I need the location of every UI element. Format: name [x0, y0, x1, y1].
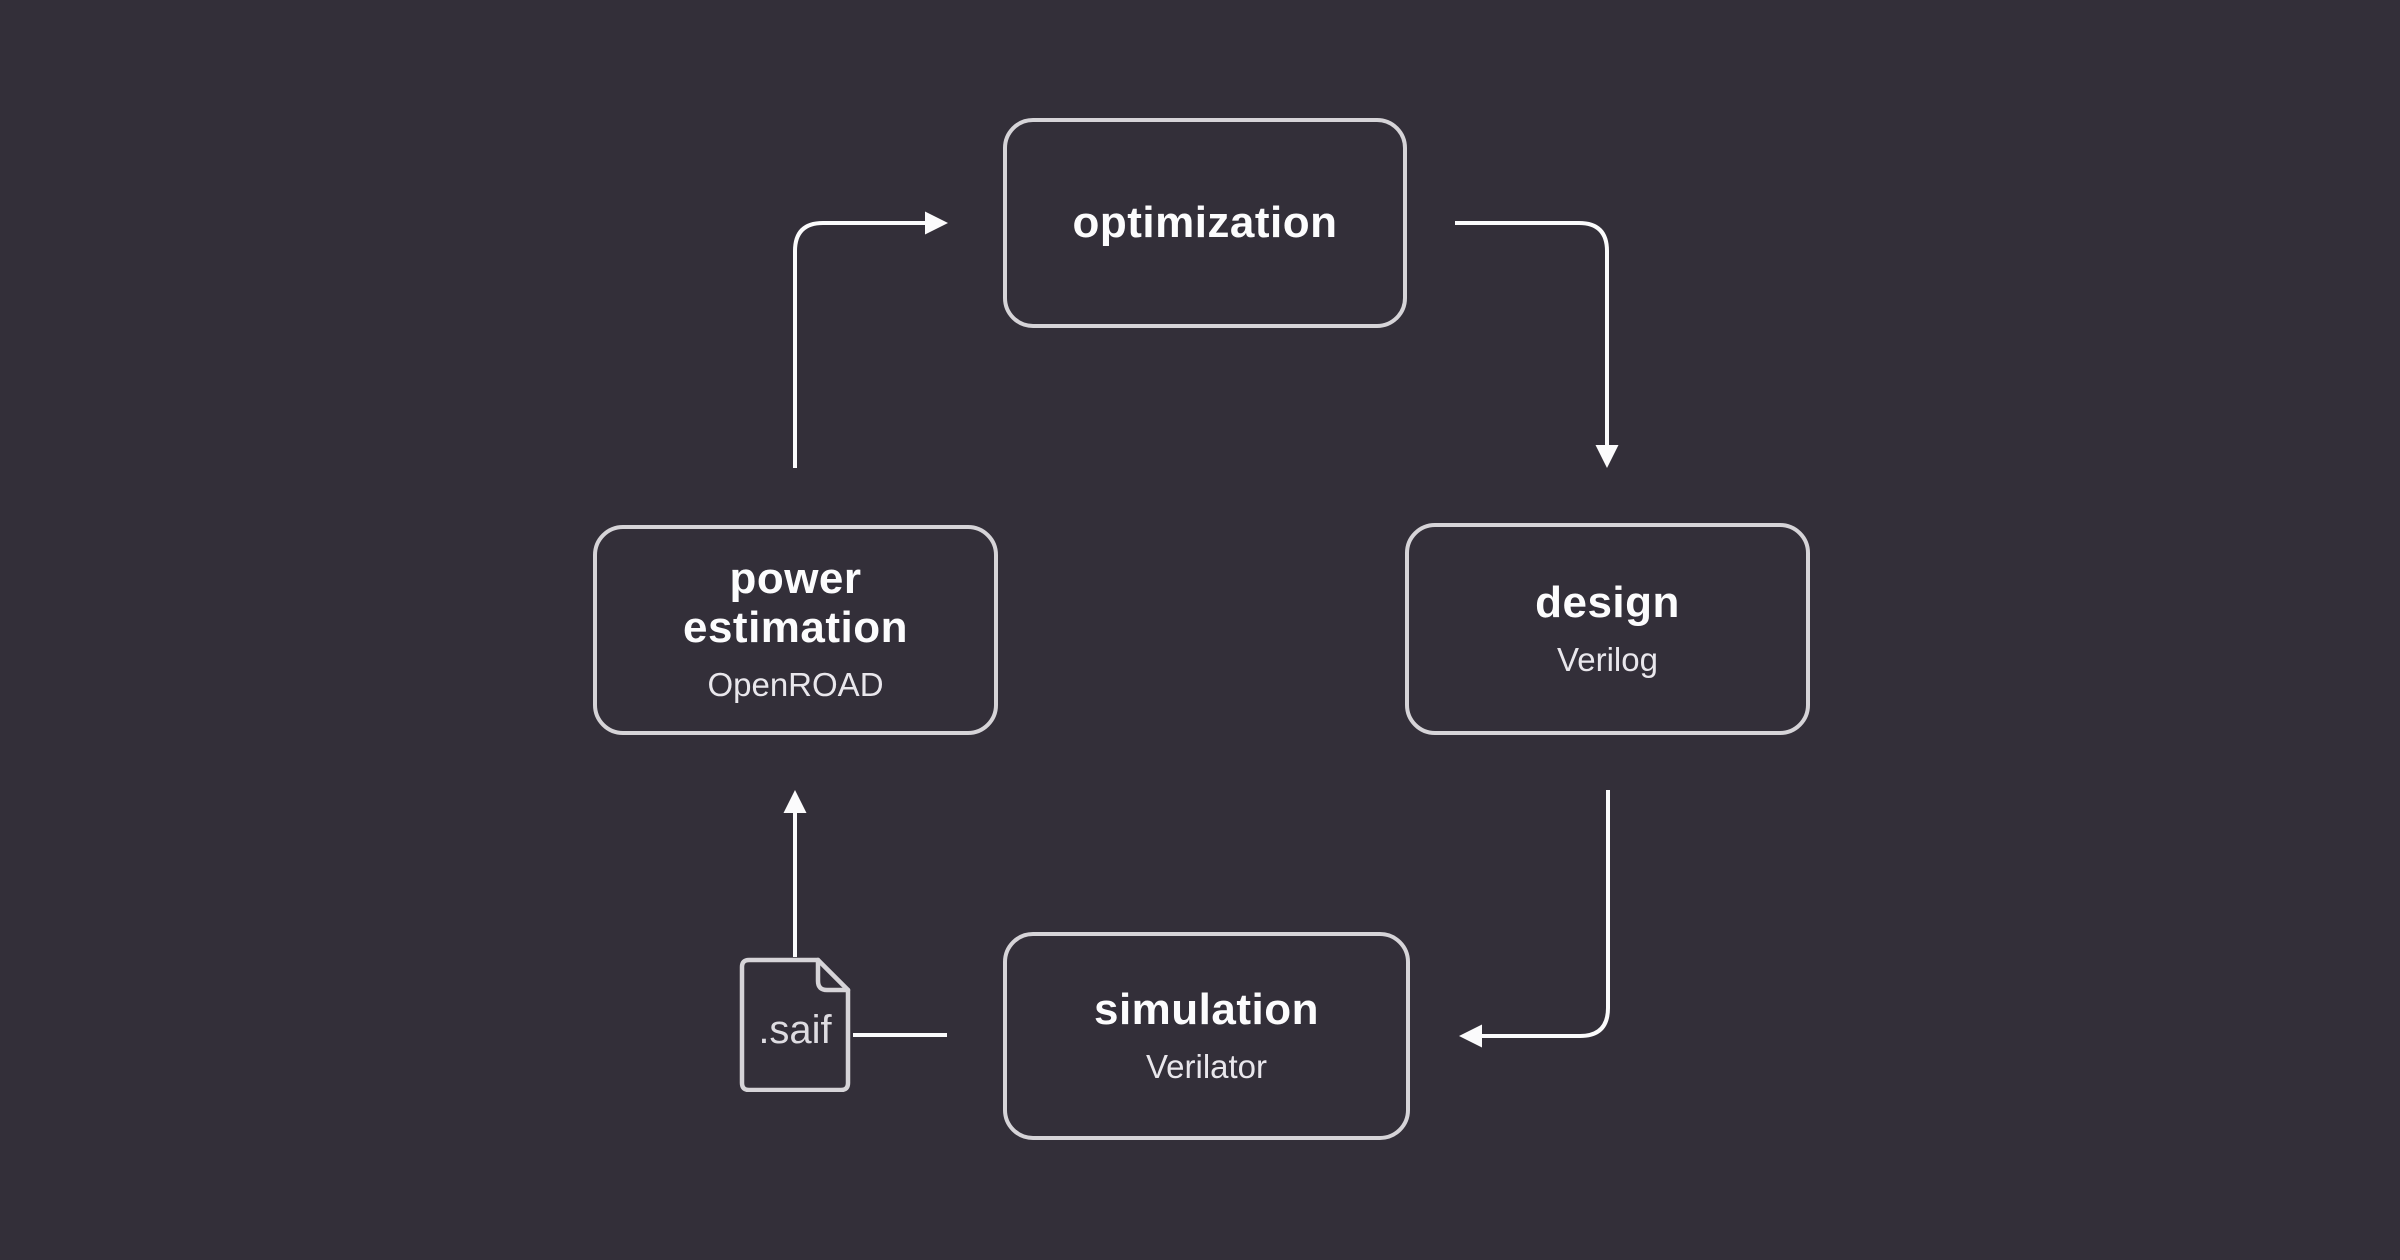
- node-title: design: [1535, 577, 1680, 627]
- arrowhead-right-icon: [925, 211, 948, 235]
- node-title: power estimation: [682, 554, 909, 652]
- node-subtitle: OpenROAD: [707, 666, 884, 704]
- edge-optimization-to-design: [1455, 221, 1609, 446]
- node-title: optimization: [1072, 197, 1338, 247]
- node-subtitle: Verilog: [1557, 640, 1658, 678]
- node-simulation: simulation Verilator: [1003, 932, 1410, 1140]
- node-subtitle: Verilator: [1145, 1047, 1268, 1085]
- edge-power-to-optimization: [793, 221, 926, 468]
- file-document-icon: [739, 957, 851, 1092]
- node-power-estimation: power estimation OpenROAD: [593, 525, 998, 735]
- edge-design-to-simulation: [1481, 790, 1610, 1038]
- arrowhead-left-icon: [1459, 1024, 1482, 1048]
- arrowhead-down-icon: [1595, 445, 1619, 468]
- arrowhead-up-icon: [783, 790, 807, 813]
- saif-file: .saif: [738, 956, 852, 1092]
- node-optimization: optimization: [1003, 118, 1407, 328]
- node-design: design Verilog: [1405, 523, 1810, 735]
- node-title: simulation: [1093, 984, 1320, 1034]
- file-label: .saif: [758, 1007, 832, 1052]
